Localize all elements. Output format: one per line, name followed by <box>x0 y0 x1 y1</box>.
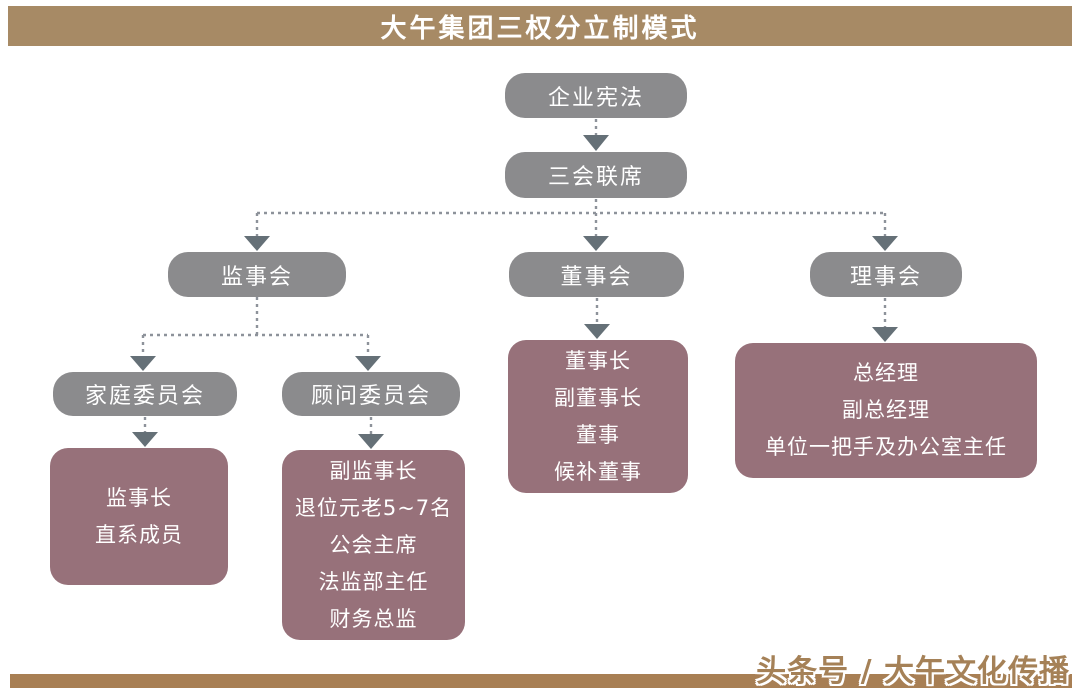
node-advisory-members: 副监事长 退位元老5~7名 公会主席 法监部主任 财务总监 <box>282 450 465 640</box>
member-line: 公会主席 <box>329 532 418 557</box>
node-supervisory-board: 监事会 <box>168 252 346 297</box>
member-line: 副总经理 <box>842 398 930 422</box>
node-supervisory-board-label: 监事会 <box>220 264 293 290</box>
member-line: 退位元老5~7名 <box>294 495 453 520</box>
node-joint-session-label: 三会联席 <box>547 165 644 190</box>
member-line: 副监事长 <box>329 458 418 483</box>
watermark-text: 头条号 / 大午文化传播 <box>756 654 1070 689</box>
member-line: 副董事长 <box>554 385 642 410</box>
node-family-committee: 家庭委员会 <box>53 372 237 416</box>
node-board-of-directors-label: 董事会 <box>560 264 633 290</box>
title-bar: 大午集团三权分立制模式 <box>8 6 1072 46</box>
node-advisory-committee: 顾问委员会 <box>282 372 460 416</box>
member-line: 监事长 <box>106 485 172 510</box>
page-title: 大午集团三权分立制模式 <box>380 13 700 44</box>
member-line: 直系成员 <box>95 522 183 547</box>
footer-bar <box>10 674 1072 688</box>
node-advisory-committee-label: 顾问委员会 <box>310 384 431 409</box>
node-executive-council: 理事会 <box>810 252 962 297</box>
node-supervisory-members: 监事长 直系成员 <box>50 448 228 585</box>
node-council-members: 总经理 副总经理 单位一把手及办公室主任 <box>735 343 1037 478</box>
member-line: 总经理 <box>853 361 919 385</box>
node-board-of-directors: 董事会 <box>509 252 684 297</box>
node-family-committee-label: 家庭委员会 <box>84 384 205 409</box>
member-line: 董事长 <box>565 348 631 373</box>
node-corporate-constitution: 企业宪法 <box>505 73 687 118</box>
node-director-members: 董事长 副董事长 董事 候补董事 <box>508 340 688 493</box>
member-line: 候补董事 <box>554 459 642 484</box>
member-line: 财务总监 <box>329 606 418 631</box>
member-line: 董事 <box>576 422 620 447</box>
node-executive-council-label: 理事会 <box>849 264 922 290</box>
node-corporate-constitution-label: 企业宪法 <box>547 85 644 111</box>
member-line: 法监部主任 <box>318 569 429 594</box>
member-line: 单位一把手及办公室主任 <box>765 435 1007 459</box>
node-joint-session: 三会联席 <box>505 152 687 198</box>
